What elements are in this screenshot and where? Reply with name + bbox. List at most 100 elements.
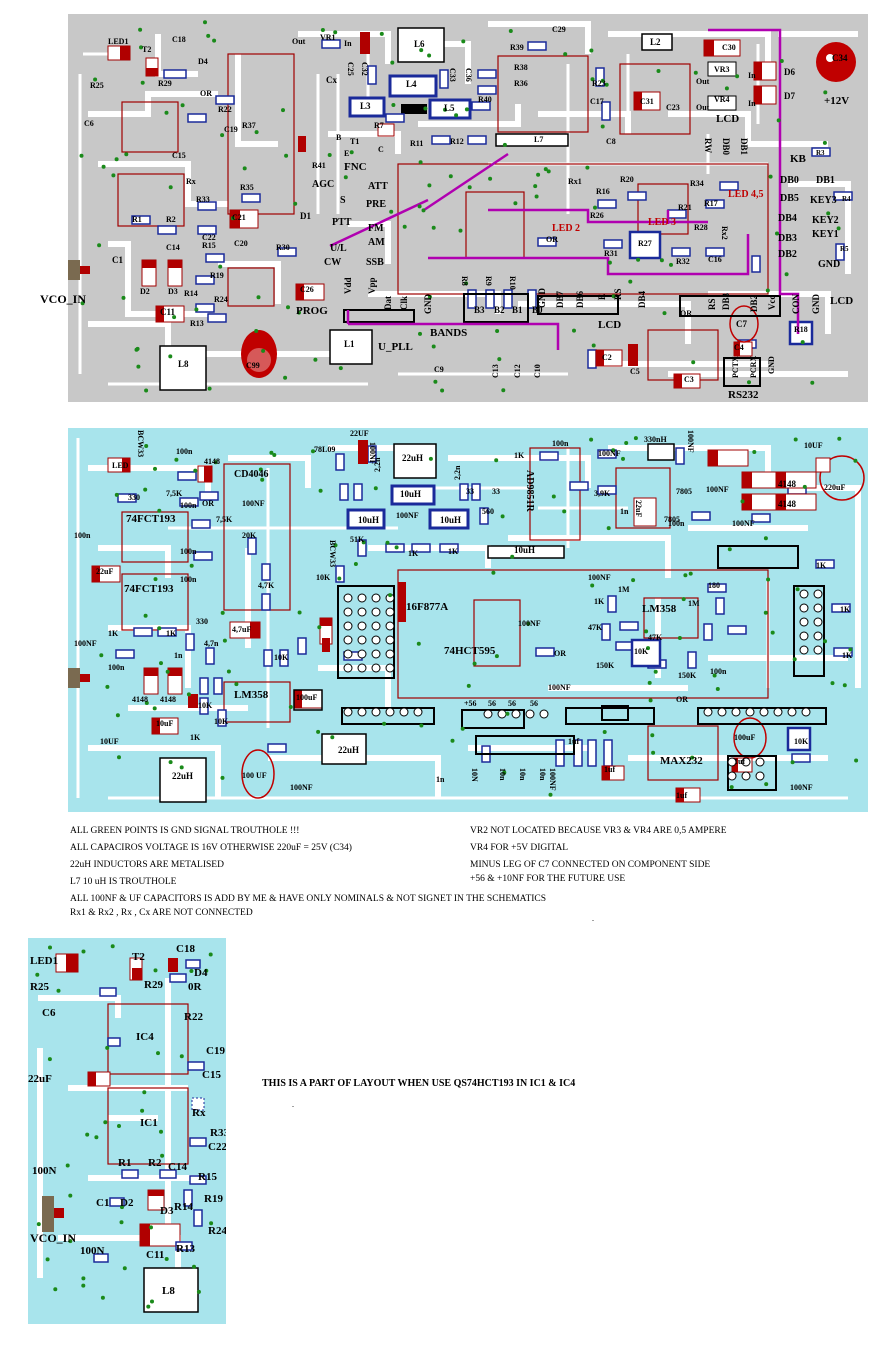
gnd-dot — [159, 1129, 163, 1134]
label-n100b: 100n — [180, 501, 197, 510]
label-uf1a: 1uf — [568, 737, 580, 746]
label-db2: DB2 — [778, 249, 797, 260]
label-k150a: 150K — [596, 661, 615, 670]
gnd-dot — [683, 573, 688, 578]
label-db0a: DB0 — [721, 138, 731, 156]
label-k10d: 10K — [316, 573, 331, 582]
label-c99: C99 — [246, 361, 260, 370]
gnd-dot — [206, 33, 211, 38]
gnd-dot — [842, 683, 847, 688]
header-pin — [343, 649, 353, 659]
label-l5: L5 — [444, 103, 455, 113]
gnd-dot — [122, 1266, 127, 1271]
gnd-dot — [47, 1057, 52, 1062]
label-r40: R40 — [478, 95, 492, 104]
jumper-wires — [329, 28, 800, 350]
gnd-dot — [111, 173, 116, 178]
gnd-dot — [213, 460, 218, 465]
label-n1b: 1n — [436, 775, 445, 784]
header-pin — [343, 663, 353, 673]
label-r8: R8 — [460, 276, 469, 286]
gnd-dot — [533, 184, 538, 189]
note-line: ALL GREEN POINTS IS GND SIGNAL TROUTHOLE… — [70, 826, 300, 836]
gnd-dot — [443, 107, 447, 112]
gnd-dot — [766, 577, 771, 582]
gnd-dot — [142, 1090, 147, 1095]
label-c1: C1 — [112, 255, 123, 265]
label-ad9851: AD9851R — [524, 470, 535, 512]
gnd-dot — [258, 467, 263, 472]
label-r7: R7 — [374, 121, 384, 130]
label-r18: R18 — [794, 325, 808, 334]
gnd-dot — [338, 366, 343, 371]
gnd-dot — [164, 110, 169, 115]
gnd-dot — [466, 683, 471, 688]
gnd-dot — [740, 499, 745, 504]
gnd-dot — [105, 1045, 110, 1050]
gnd-dot — [222, 638, 227, 643]
gnd-dot — [160, 1153, 165, 1158]
label-n100d: 100n — [74, 531, 91, 540]
gnd-dot — [768, 174, 773, 179]
label-n100a: 100n — [176, 447, 193, 456]
gnd-dot — [624, 441, 629, 445]
label-dat: Dat — [383, 296, 393, 310]
gnd-dot — [196, 1289, 201, 1294]
gnd-dot — [747, 380, 751, 385]
label-k10a: 10K — [274, 653, 289, 662]
header-pin — [385, 707, 395, 717]
label-ic74b: 74FCT193 — [124, 583, 174, 595]
gnd-dot — [536, 172, 541, 177]
gnd-dot — [526, 621, 531, 626]
label-l4: L4 — [406, 79, 417, 89]
gnd-dot — [494, 458, 499, 463]
gnd-dot — [810, 380, 815, 385]
gnd-dot — [172, 315, 177, 320]
header-pin — [787, 707, 797, 717]
label-l2: L2 — [650, 37, 661, 47]
label-r1: R1 — [132, 215, 142, 224]
label-prog: PROG — [296, 305, 328, 317]
gnd-dot — [144, 388, 149, 393]
gnd-dot — [650, 733, 655, 738]
gnd-dot — [114, 157, 119, 162]
gnd-dot — [327, 153, 332, 157]
label-or3: OR — [680, 309, 692, 318]
label-rs232: RS232 — [728, 389, 759, 401]
label-db3: DB3 — [778, 233, 797, 244]
gnd-dot — [727, 547, 732, 552]
gnd-dot — [189, 563, 194, 568]
gnd-dot — [152, 706, 157, 711]
label-led: LED — [112, 461, 129, 470]
gnd-dot — [653, 669, 658, 674]
gnd-dot — [418, 160, 423, 165]
label-uf22b: 22UF — [350, 429, 369, 438]
gnd-dot — [256, 295, 261, 300]
gnd-dot — [149, 1225, 153, 1230]
label-l3: L3 — [360, 101, 371, 111]
label-k20: 20K — [242, 531, 257, 540]
gnd-dot — [546, 169, 551, 174]
gnd-dot — [283, 375, 288, 380]
label-l6: L6 — [414, 39, 425, 49]
gnd-dot — [110, 944, 115, 949]
label-k1f: 1K — [448, 547, 459, 556]
gnd-dot — [242, 166, 247, 171]
pcb-detail-layout — [35, 944, 214, 1313]
gnd-dot — [454, 113, 459, 118]
gnd-dot — [433, 379, 438, 384]
header-pin — [801, 707, 811, 717]
label-vco-in: VCO_IN — [40, 292, 87, 306]
gnd-dot — [600, 124, 605, 129]
gnd-dot — [81, 1276, 86, 1281]
label-c30: C30 — [722, 43, 736, 52]
label-rs: RS — [707, 298, 717, 310]
label-r330a: 330 — [128, 493, 140, 502]
label-in2: In — [748, 71, 756, 80]
gnd-dot — [35, 972, 40, 977]
label-n10c: 10n — [518, 768, 527, 781]
header-pin — [371, 635, 381, 645]
gnd-dot — [669, 262, 673, 267]
label-nf100h: 100NF — [396, 511, 419, 520]
label-fnc: FNC — [344, 161, 367, 173]
